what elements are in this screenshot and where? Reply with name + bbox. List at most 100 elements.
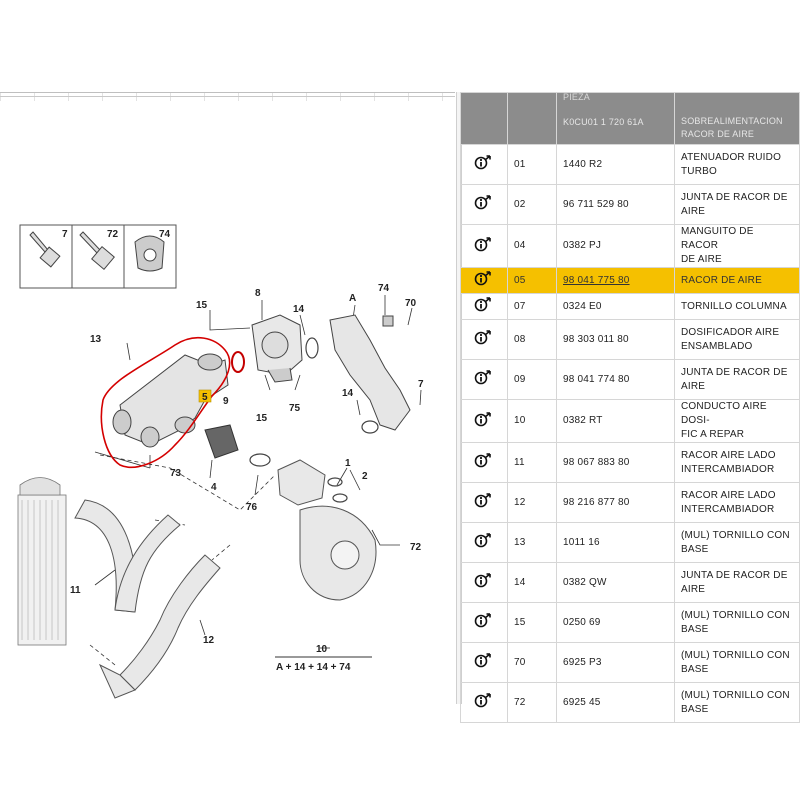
hose-11-drawing bbox=[74, 499, 181, 613]
callout-A: A bbox=[349, 293, 356, 304]
part-description-line1: TORNILLO COLUMNA bbox=[681, 300, 787, 312]
part-number: 04 bbox=[507, 224, 557, 268]
part-description-line1: RACOR AIRE LADO bbox=[681, 449, 776, 461]
part-number: 15 bbox=[507, 602, 557, 643]
part-description: CONDUCTO AIRE DOSI-FIC A REPAR bbox=[674, 399, 800, 443]
part-reference: 98 041 774 80 bbox=[563, 373, 630, 385]
clamp-76 bbox=[249, 453, 271, 467]
clip-icon bbox=[134, 235, 165, 272]
table-row[interactable]: 10 0382 RT CONDUCTO AIRE DOSI-FIC A REPAR bbox=[460, 399, 800, 443]
group-title-line1: SOBREALIMENTACION bbox=[681, 116, 783, 126]
part-reference: 0324 E0 bbox=[563, 300, 602, 312]
part-reference: 6925 P3 bbox=[563, 656, 602, 668]
part-description-line1: RACOR AIRE LADO bbox=[681, 489, 776, 501]
callout-box bbox=[198, 389, 212, 403]
link-out-icon[interactable] bbox=[474, 612, 494, 628]
assembly-formula: A + 14 + 14 + 74 bbox=[276, 662, 351, 673]
hose-12-drawing bbox=[98, 554, 221, 699]
intercooler-drawing bbox=[17, 477, 67, 646]
seal-14b-drawing bbox=[361, 420, 379, 434]
part-number: 01 bbox=[507, 144, 557, 185]
part-description-line1: (MUL) TORNILLO CON bbox=[681, 609, 790, 621]
part-description-line1: ATENUADOR RUIDO bbox=[681, 151, 782, 163]
part-number: 09 bbox=[507, 359, 557, 400]
part-description-line1: (MUL) TORNILLO CON bbox=[681, 689, 790, 701]
callout-11: 11 bbox=[70, 585, 81, 596]
part-description-line1: DOSIFICADOR AIRE bbox=[681, 326, 780, 338]
part-description-line1: (MUL) TORNILLO CON bbox=[681, 529, 790, 541]
link-out-icon[interactable] bbox=[474, 692, 494, 708]
callout-14b: 14 bbox=[342, 388, 354, 399]
link-out-icon[interactable] bbox=[474, 452, 494, 468]
callout-72b: 72 bbox=[410, 542, 422, 553]
link-out-icon[interactable] bbox=[474, 296, 494, 312]
part-reference: 0250 69 bbox=[563, 616, 601, 628]
callout-7: 7 bbox=[62, 229, 68, 240]
link-out-icon[interactable] bbox=[474, 194, 494, 210]
link-out-icon[interactable] bbox=[474, 154, 494, 170]
turbo-drawing bbox=[277, 459, 377, 601]
callout-74b: 74 bbox=[378, 283, 390, 294]
manifold-A-drawing bbox=[329, 314, 411, 431]
part-description-line2: BASE bbox=[681, 543, 709, 555]
callout-76: 76 bbox=[246, 502, 258, 513]
part-number: 08 bbox=[507, 319, 557, 360]
callout-10: 10 bbox=[316, 644, 328, 655]
link-out-icon[interactable] bbox=[474, 329, 494, 345]
part-description: (MUL) TORNILLO CON BASE bbox=[674, 522, 800, 563]
link-out-icon[interactable] bbox=[474, 270, 494, 286]
callout-73: 73 bbox=[170, 468, 182, 479]
pieza-code: K0CU01 1 720 61A bbox=[563, 117, 644, 127]
link-out-icon[interactable] bbox=[474, 572, 494, 588]
part-number: 14 bbox=[507, 562, 557, 603]
link-out-icon[interactable] bbox=[474, 236, 494, 252]
part-description-line1: MANGUITO DE RACOR bbox=[681, 226, 754, 251]
link-out-icon[interactable] bbox=[474, 369, 494, 385]
seal-rings-1-2 bbox=[327, 477, 348, 503]
part-description-line1: (MUL) TORNILLO CON bbox=[681, 649, 790, 661]
throttle-8-drawing bbox=[251, 314, 303, 383]
callout-72: 72 bbox=[107, 229, 119, 240]
link-out-icon[interactable] bbox=[474, 532, 494, 548]
parts-table: PIEZA K0CU01 1 720 61A SOBREALIMENTACION… bbox=[460, 92, 800, 723]
callout-70: 70 bbox=[405, 298, 417, 309]
link-out-icon[interactable] bbox=[474, 652, 494, 668]
part-reference: 0382 RT bbox=[563, 415, 603, 426]
part-description-line1: JUNTA DE RACOR DE bbox=[681, 569, 788, 581]
part-number: 70 bbox=[507, 642, 557, 683]
callout-7b: 7 bbox=[418, 379, 424, 390]
callout-75: 75 bbox=[289, 403, 301, 414]
exploded-parts-diagram: 7 72 74 bbox=[0, 100, 455, 700]
link-out-icon[interactable] bbox=[474, 411, 494, 427]
callout-13: 13 bbox=[90, 334, 102, 345]
link-out-icon[interactable] bbox=[474, 492, 494, 508]
part-number: 12 bbox=[507, 482, 557, 523]
part-reference: 98 303 011 80 bbox=[563, 333, 629, 345]
flange-bolt-icon bbox=[79, 231, 115, 270]
part-number: 10 bbox=[507, 399, 557, 443]
part-number: 72 bbox=[507, 682, 557, 723]
part-description: TORNILLO COLUMNA bbox=[674, 293, 800, 320]
